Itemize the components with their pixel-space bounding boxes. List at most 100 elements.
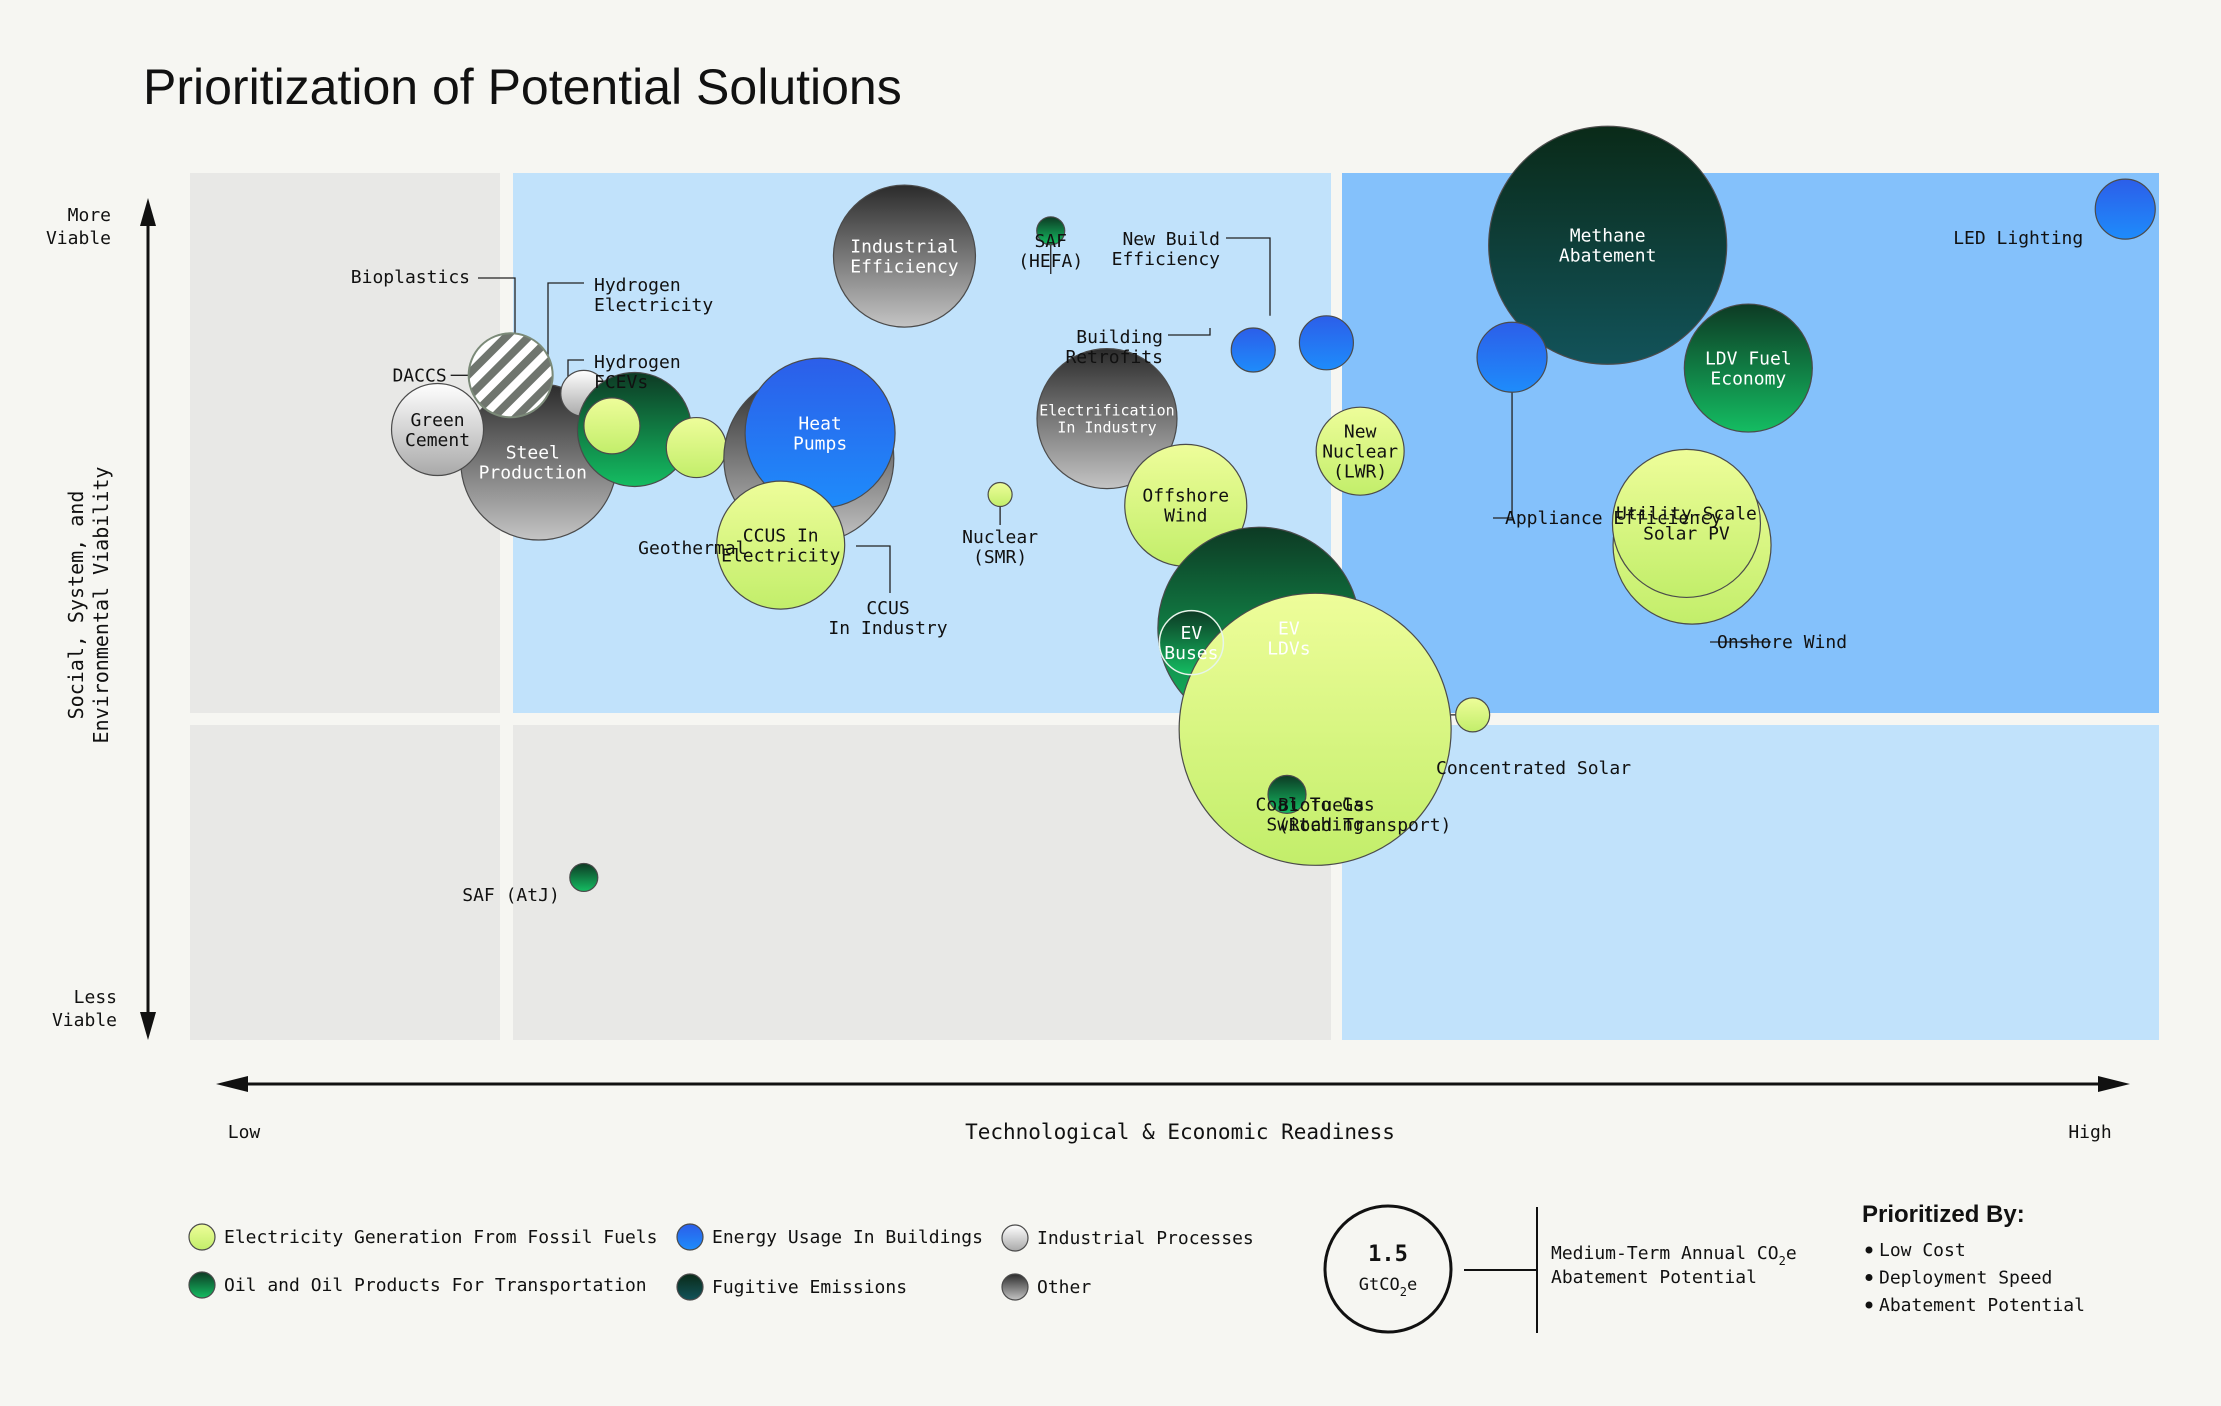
label-electrification-line-2: In Industry bbox=[1057, 418, 1156, 436]
bubble-building-retro bbox=[1230, 327, 1276, 373]
x-axis-title: Technological & Economic Readiness bbox=[965, 1120, 1395, 1144]
label-new-nuclear-line-1: New bbox=[1344, 421, 1377, 442]
bubble-saf-hefa bbox=[1036, 216, 1066, 246]
label-methane-line-2: Abatement bbox=[1559, 246, 1657, 267]
legend-label-elec: Electricity Generation From Fossil Fuels bbox=[224, 1227, 657, 1248]
leader-new-build bbox=[1226, 237, 1271, 316]
label-steel-line-1: Steel bbox=[506, 442, 560, 463]
bubble-ev-buses-outline bbox=[1158, 609, 1225, 676]
label-green-cement-line-2: Cement bbox=[405, 430, 470, 451]
bubble-nuclear-smr bbox=[987, 481, 1013, 508]
y-axis-title: Social, System, andEnvironmental Viabili… bbox=[64, 467, 113, 744]
bubble-daccs bbox=[467, 332, 554, 419]
size-key-value: 1.5 bbox=[1368, 1242, 1408, 1267]
bubble-led bbox=[2094, 178, 2156, 240]
label-onshore-wind-line-1: Onshore Wind bbox=[1717, 632, 1847, 653]
x-axis-high-label: High bbox=[2068, 1122, 2111, 1143]
bubble-coal-gas bbox=[1178, 592, 1452, 866]
label-offshore-wind-line-1: Offshore bbox=[1142, 486, 1229, 507]
prioritized-by-item-1: Low Cost bbox=[1879, 1240, 1966, 1261]
label-ccus-elec-line-2: Electricity bbox=[721, 545, 840, 566]
label-led-line-1: LED Lighting bbox=[1953, 228, 2083, 249]
legend-swatch-elec bbox=[188, 1223, 216, 1251]
label-saf-hefa-line-2: (HEFA) bbox=[1018, 251, 1083, 272]
leader-ccus-industry bbox=[856, 545, 891, 593]
quadrant-zone-6 bbox=[1342, 725, 2159, 1040]
label-hydrogen-elec-line-1: Hydrogen bbox=[594, 275, 681, 296]
bubble-industrial-eff bbox=[832, 184, 977, 328]
bubble-ccus-elec bbox=[716, 480, 846, 610]
label-saf-hefa-line-1: SAF bbox=[1034, 231, 1067, 252]
label-ev-ldv-line-2: LDVs bbox=[1267, 638, 1310, 659]
x-axis-arrow-left bbox=[216, 1076, 248, 1092]
x-axis-arrow-right bbox=[2098, 1076, 2130, 1092]
label-appliance-line-1: Appliance Efficiency bbox=[1505, 508, 1722, 529]
leader-building-retro bbox=[1168, 328, 1211, 336]
bubble-green-cement bbox=[390, 382, 485, 477]
prioritized-by-item-3: Abatement Potential bbox=[1879, 1295, 2085, 1316]
label-biofuels-line-1: Biofuels bbox=[1278, 795, 1365, 816]
chart-axes: Social, System, andEnvironmental Viabili… bbox=[64, 198, 2130, 1092]
size-key-description-line-2: Abatement Potential bbox=[1551, 1267, 1757, 1288]
page-title: Prioritization of Potential Solutions bbox=[143, 59, 902, 115]
label-hydrogen-fcev-line-1: Hydrogen bbox=[594, 352, 681, 373]
label-methane-line-1: Methane bbox=[1570, 226, 1646, 247]
label-daccs-line-1: DACCS bbox=[392, 365, 446, 386]
label-concentrated-solar-line-1: Concentrated Solar bbox=[1436, 758, 1631, 779]
label-heat-pumps-line-1: Heat bbox=[798, 413, 841, 434]
label-ev-buses-line-2: Buses bbox=[1164, 643, 1218, 664]
label-green-cement-line-1: Green bbox=[410, 410, 464, 431]
legend-swatch-fug bbox=[676, 1273, 704, 1301]
label-industrial-eff-line-2: Efficiency bbox=[850, 256, 959, 277]
label-ldv-fuel-line-2: Economy bbox=[1710, 368, 1786, 389]
label-coal-gas-line-1: Coal To Gas bbox=[1256, 795, 1375, 816]
legend-swatch-build bbox=[676, 1223, 704, 1251]
bubble-new-nuclear bbox=[1315, 406, 1405, 496]
bubble-ldv-fuel bbox=[1683, 303, 1813, 433]
label-ccus-industry-line-2: In Industry bbox=[828, 618, 947, 639]
quadrant-zone-3 bbox=[1342, 173, 2159, 713]
label-utility-pv-line-1: Utility-Scale bbox=[1616, 504, 1757, 525]
label-ldv-fuel-line-1: LDV Fuel bbox=[1705, 348, 1792, 369]
legend-label-other: Other bbox=[1037, 1277, 1091, 1298]
chart-bubbles bbox=[390, 125, 2156, 893]
bubble-concentrated-solar bbox=[1455, 697, 1491, 733]
label-industrial-eff-line-1: Industrial bbox=[850, 236, 958, 257]
label-ev-ldv-line-1: EV bbox=[1278, 618, 1300, 639]
legend-swatch-ind bbox=[1001, 1224, 1029, 1252]
bubble-saf-atj bbox=[569, 862, 599, 893]
y-axis-arrow-up bbox=[140, 198, 156, 226]
label-building-retro-line-1: Building bbox=[1076, 327, 1163, 348]
bubble-appliance bbox=[1476, 321, 1548, 393]
label-steel-line-2: Production bbox=[479, 462, 587, 483]
bubble-geothermal bbox=[665, 416, 727, 479]
bubble-electrification bbox=[1036, 348, 1178, 490]
label-building-retro-line-2: Retrofits bbox=[1065, 347, 1163, 368]
prioritized-by-item-2: Deployment Speed bbox=[1879, 1268, 2052, 1289]
label-ev-buses-line-1: EV bbox=[1181, 623, 1203, 644]
legend-label-ind: Industrial Processes bbox=[1037, 1228, 1254, 1249]
label-ccus-industry-line-1: CCUS bbox=[866, 598, 909, 619]
chart-background bbox=[190, 173, 2159, 1040]
leader-appliance bbox=[1493, 392, 1513, 519]
label-ccus-elec-line-1: CCUS In bbox=[743, 525, 819, 546]
label-new-build-line-1: New Build bbox=[1122, 229, 1220, 250]
bubble-new-build bbox=[1298, 315, 1354, 371]
label-electrification-line-1: Electrification bbox=[1039, 401, 1174, 419]
size-key-circle bbox=[1323, 1204, 1453, 1334]
label-heat-pumps-line-2: Pumps bbox=[793, 433, 847, 454]
bubble-hydrogen-fcev bbox=[583, 397, 641, 455]
legend-swatch-other bbox=[1001, 1273, 1029, 1301]
label-utility-pv-line-2: Solar PV bbox=[1643, 524, 1730, 545]
y-axis-top-label-2: Viable bbox=[46, 228, 111, 249]
x-axis-low-label: Low bbox=[228, 1122, 261, 1143]
label-saf-atj-line-1: SAF (AtJ) bbox=[462, 885, 560, 906]
label-hydrogen-fcev-line-2: FCEVs bbox=[594, 372, 648, 393]
label-bioplastics-line-1: Bioplastics bbox=[351, 267, 470, 288]
legend-label-fug: Fugitive Emissions bbox=[712, 1277, 907, 1298]
label-hydrogen-elec-line-2: Electricity bbox=[594, 295, 713, 316]
label-new-nuclear-line-3: (LWR) bbox=[1333, 461, 1387, 482]
